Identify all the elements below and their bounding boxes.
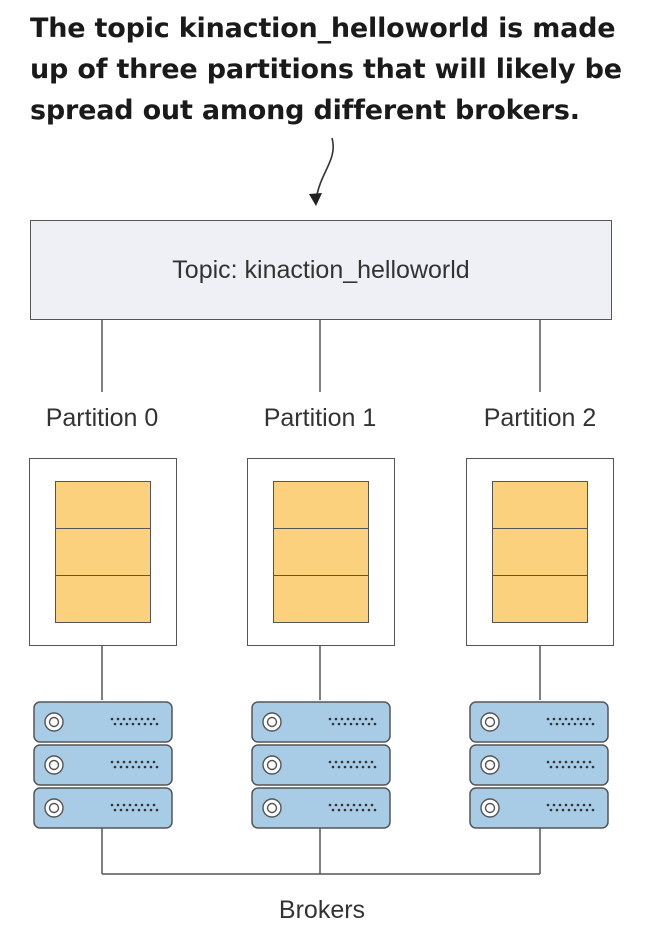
server-dial-icon (44, 712, 64, 732)
server-vent-icon (546, 717, 595, 726)
server-unit (251, 744, 391, 786)
broker-server-stack-0 (33, 701, 173, 829)
topic-box: Topic: kinaction_helloworld (30, 220, 612, 320)
server-vent-icon (110, 803, 159, 812)
topic-label: Topic: kinaction_helloworld (172, 255, 470, 284)
server-unit (33, 701, 173, 743)
partition-segment (55, 481, 151, 529)
broker-server-stack-2 (469, 701, 609, 829)
annotation-line-2: up of three partitions that will likely … (30, 54, 622, 85)
server-dial-icon (44, 798, 64, 818)
server-dial-icon (480, 755, 500, 775)
partition-box-0 (29, 458, 177, 646)
partition-segment (55, 575, 151, 623)
partition-box-2 (466, 458, 614, 646)
partition-label-2: Partition 2 (483, 404, 597, 432)
server-vent-icon (328, 803, 377, 812)
server-vent-icon (328, 760, 377, 769)
partition-box-1 (247, 458, 395, 646)
partition-segment (273, 528, 369, 576)
server-unit (33, 744, 173, 786)
annotation-arrowhead (309, 193, 322, 206)
partition-segment (492, 575, 588, 623)
server-unit (33, 787, 173, 829)
server-unit (469, 787, 609, 829)
annotation-text: The topic kinaction_helloworld is made u… (30, 8, 640, 131)
server-dial-icon (262, 798, 282, 818)
server-vent-icon (328, 717, 377, 726)
server-unit (251, 701, 391, 743)
partition-segment (273, 481, 369, 529)
partition-segment (273, 575, 369, 623)
annotation-line-3: spread out among different brokers. (30, 95, 580, 126)
server-vent-icon (110, 760, 159, 769)
server-vent-icon (546, 803, 595, 812)
server-vent-icon (546, 760, 595, 769)
partition-segment (492, 481, 588, 529)
annotation-line-1: The topic kinaction_helloworld is made (30, 13, 616, 44)
server-dial-icon (480, 712, 500, 732)
partition-label-1: Partition 1 (263, 404, 377, 432)
broker-server-stack-1 (251, 701, 391, 829)
server-unit (469, 744, 609, 786)
partition-label-0: Partition 0 (45, 404, 159, 432)
partition-segment (55, 528, 151, 576)
partition-segment (492, 528, 588, 576)
server-dial-icon (262, 755, 282, 775)
server-dial-icon (44, 755, 64, 775)
server-dial-icon (480, 798, 500, 818)
server-vent-icon (110, 717, 159, 726)
server-unit (469, 701, 609, 743)
annotation-arrow (315, 137, 334, 201)
server-dial-icon (262, 712, 282, 732)
brokers-label: Brokers (278, 896, 366, 924)
server-unit (251, 787, 391, 829)
